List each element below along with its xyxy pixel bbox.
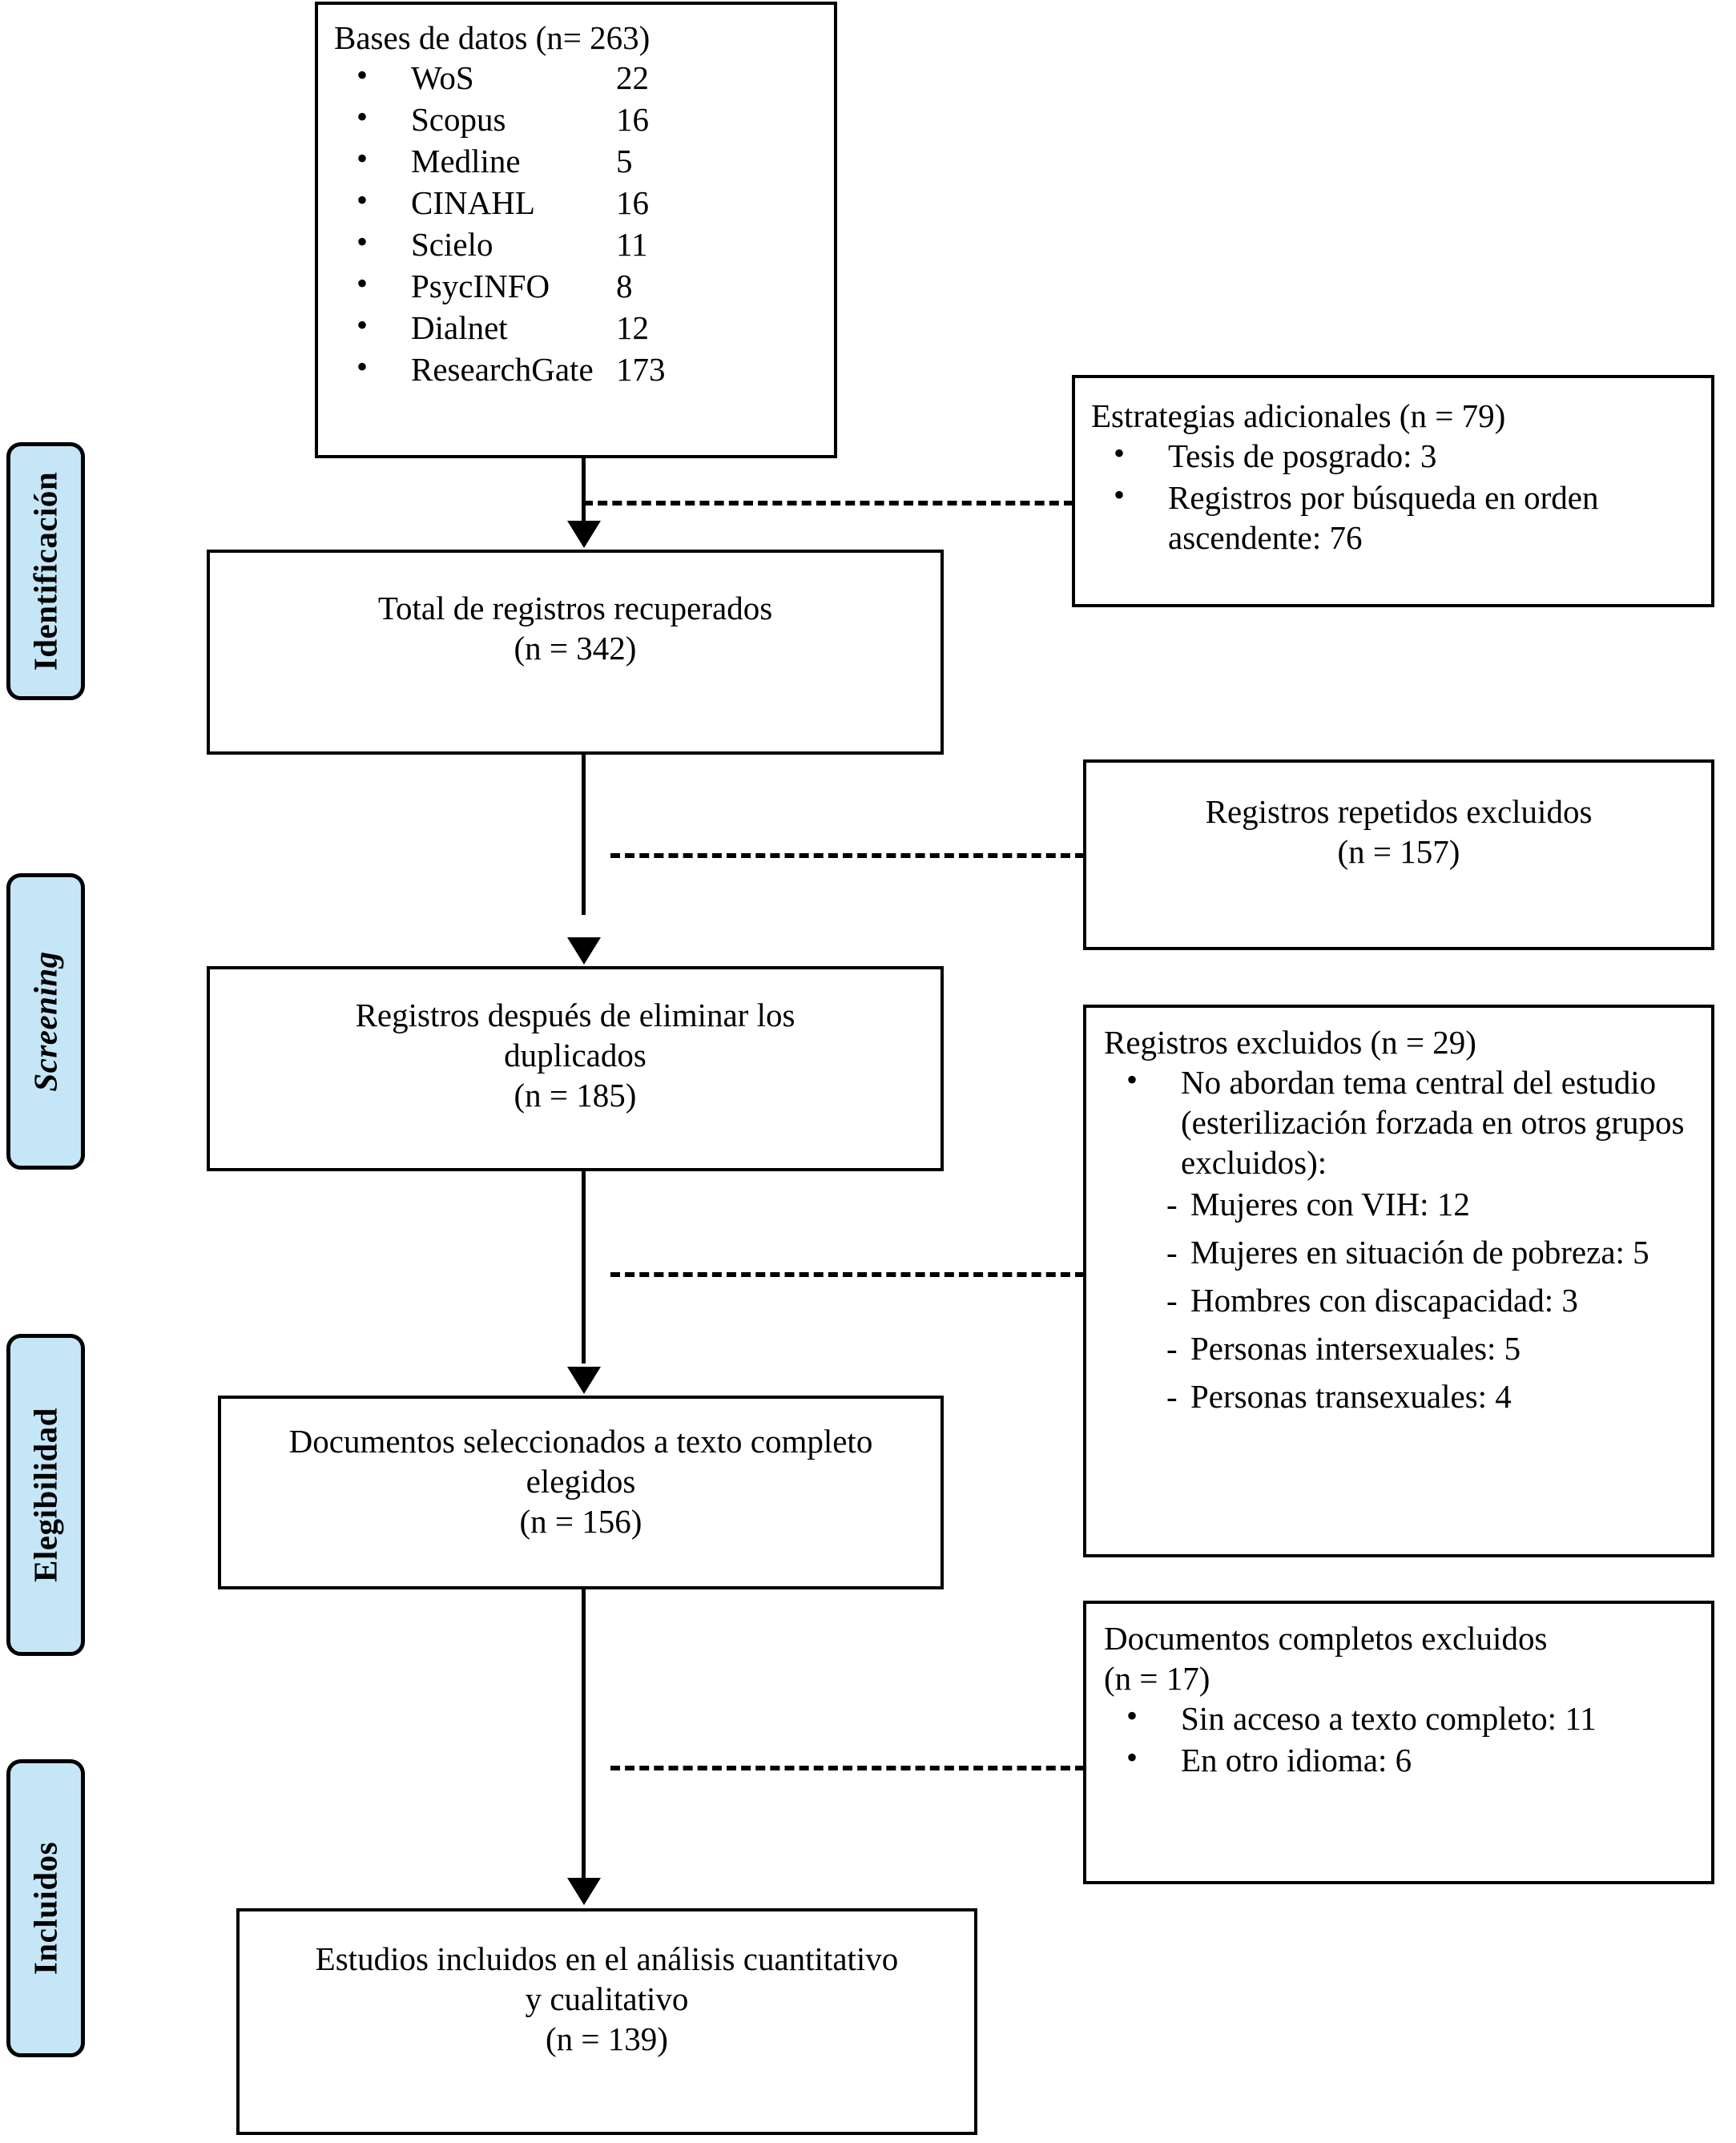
list-item: PsycINFO 8 [334, 264, 818, 306]
list-item: Personas transexuales: 4 [1166, 1376, 1695, 1416]
arrowhead-included-studies [567, 1878, 601, 1905]
database-name: Scopus [411, 101, 506, 139]
additional-strategies-list: Tesis de posgrado: 3 Registros por búsqu… [1091, 434, 1695, 558]
list-item: Mujeres en situación de pobreza: 5 [1166, 1232, 1695, 1272]
box-databases: Bases de datos (n= 263) WoS 22 Scopus 16 [315, 2, 837, 458]
box-duplicates-excluded: Registros repetidos excluidos (n = 157) [1083, 759, 1714, 950]
database-count: 11 [616, 226, 648, 264]
stage-label-identificacion: Identificación [26, 471, 64, 671]
database-count: 16 [616, 184, 649, 222]
database-count: 22 [616, 59, 649, 97]
full-text-excluded-line-1: Documentos completos excluidos [1104, 1620, 1548, 1657]
dashed-connector-records-excluded [610, 1272, 1085, 1277]
connector-selected-to-included [582, 1589, 586, 1878]
database-count: 12 [616, 309, 649, 347]
list-item: Scopus 16 [334, 98, 818, 139]
full-text-selected-line-2: elegidos [526, 1463, 636, 1501]
after-duplicates-line-1: Registros después de eliminar los [355, 997, 795, 1033]
stage-bar-elegibilidad: Elegibilidad [6, 1334, 85, 1656]
stage-bar-incluidos: Incluidos [6, 1759, 85, 2057]
stage-bar-identificacion: Identificación [6, 442, 85, 700]
duplicates-excluded-line-1: Registros repetidos excluidos [1205, 793, 1593, 830]
full-text-selected-line-1: Documentos seleccionados a texto complet… [288, 1423, 873, 1460]
list-item: Registros por búsqueda en orden ascenden… [1091, 476, 1695, 558]
list-item: Mujeres con VIH: 12 [1166, 1184, 1695, 1224]
box-after-duplicates: Registros después de eliminar los duplic… [207, 966, 944, 1171]
stage-label-screening: Screening [26, 951, 64, 1092]
dashed-connector-duplicates-excluded [610, 853, 1085, 858]
database-name: CINAHL [411, 184, 535, 222]
list-item: Dialnet 12 [334, 306, 818, 348]
box-additional-strategies: Estrategias adicionales (n = 79) Tesis d… [1072, 375, 1714, 607]
database-name: Dialnet [411, 309, 508, 347]
database-name: PsycINFO [411, 268, 550, 305]
box-records-excluded: Registros excluidos (n = 29) No abordan … [1083, 1005, 1714, 1557]
included-studies-line-2: y cualitativo [525, 1980, 689, 2018]
database-count: 8 [616, 268, 633, 305]
box-included-studies: Estudios incluidos en el análisis cuanti… [236, 1908, 977, 2135]
connector-after-duplicates-to-selected [582, 1171, 586, 1364]
arrowhead-full-text-selected [567, 1367, 601, 1394]
total-records-line-2: (n = 342) [514, 630, 637, 667]
database-name: Medline [411, 143, 521, 180]
stage-label-incluidos: Incluidos [26, 1841, 64, 1976]
stage-bar-screening: Screening [6, 873, 85, 1170]
list-item: CINAHL 16 [334, 181, 818, 223]
list-item: Hombres con discapacidad: 3 [1166, 1280, 1695, 1320]
databases-list: WoS 22 Scopus 16 Medline 5 [334, 56, 818, 389]
records-excluded-heading: Registros excluidos (n = 29) [1104, 1024, 1476, 1061]
list-item: En otro idioma: 6 [1104, 1738, 1695, 1780]
included-studies-line-3: (n = 139) [546, 2020, 668, 2058]
list-item: ResearchGate 173 [334, 348, 818, 389]
database-name: ResearchGate [411, 351, 594, 389]
full-text-excluded-line-2: (n = 17) [1104, 1660, 1210, 1698]
full-text-excluded-list: Sin acceso a texto completo: 11 En otro … [1104, 1697, 1695, 1780]
dashed-connector-full-text-excluded [610, 1766, 1085, 1770]
after-duplicates-line-2: duplicados [504, 1037, 646, 1074]
stage-label-elegibilidad: Elegibilidad [26, 1408, 64, 1582]
list-item: Medline 5 [334, 139, 818, 181]
after-duplicates-line-3: (n = 185) [514, 1077, 637, 1114]
connector-total-to-after-duplicates [582, 755, 586, 915]
full-text-selected-line-3: (n = 156) [519, 1503, 642, 1541]
records-excluded-sublist: Mujeres con VIH: 12 Mujeres en situación… [1104, 1184, 1695, 1416]
connector-databases-to-total [582, 458, 586, 524]
dashed-connector-additional-strategies [583, 501, 1073, 506]
included-studies-line-1: Estudios incluidos en el análisis cuanti… [315, 1940, 899, 1977]
list-item: Scielo 11 [334, 223, 818, 264]
database-count: 16 [616, 101, 649, 139]
arrowhead-after-duplicates [567, 937, 601, 965]
list-item: No abordan tema central del estudio (est… [1104, 1061, 1695, 1182]
box-full-text-excluded: Documentos completos excluidos (n = 17) … [1083, 1601, 1714, 1884]
arrowhead-total-records [567, 521, 601, 548]
duplicates-excluded-line-2: (n = 157) [1337, 833, 1460, 871]
list-item: Personas intersexuales: 5 [1166, 1328, 1695, 1368]
additional-strategies-heading: Estrategias adicionales (n = 79) [1091, 397, 1506, 434]
box-total-records: Total de registros recuperados (n = 342) [207, 550, 944, 755]
records-excluded-list: No abordan tema central del estudio (est… [1104, 1061, 1695, 1182]
database-name: WoS [411, 59, 474, 97]
database-count: 173 [616, 351, 666, 389]
database-count: 5 [616, 143, 633, 180]
list-item: Tesis de posgrado: 3 [1091, 434, 1695, 476]
box-full-text-selected: Documentos seleccionados a texto complet… [218, 1396, 944, 1589]
total-records-line-1: Total de registros recuperados [377, 590, 773, 626]
databases-heading: Bases de datos (n= 263) [334, 19, 650, 56]
list-item: WoS 22 [334, 56, 818, 98]
list-item: Sin acceso a texto completo: 11 [1104, 1697, 1695, 1738]
database-name: Scielo [411, 226, 493, 264]
